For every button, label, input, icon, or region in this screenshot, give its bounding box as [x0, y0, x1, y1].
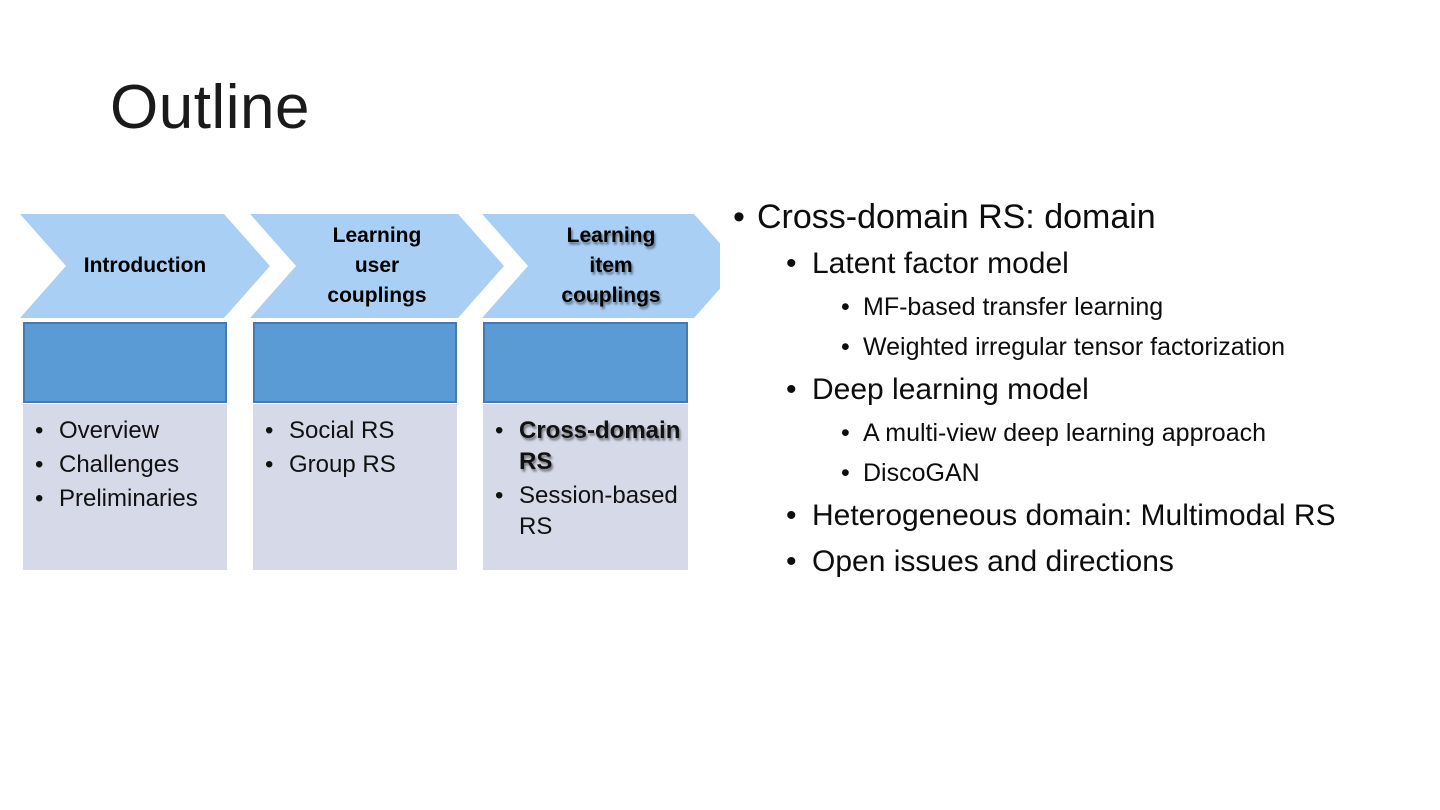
- list-item-text: Preliminaries: [59, 485, 198, 512]
- stage-chevron-introduction: Introduction: [20, 214, 270, 318]
- bullet-icon: [786, 367, 812, 413]
- outline-item-text: DiscoGAN: [863, 459, 980, 487]
- stage-list-user-couplings: Social RS Group RS: [253, 404, 457, 570]
- list-item-text: Overview: [59, 417, 160, 444]
- list-item: Challenges: [35, 449, 223, 480]
- bullet-icon: [495, 415, 519, 477]
- list-item-text: Challenges: [59, 451, 180, 478]
- list-item: Group RS: [265, 449, 453, 480]
- outline-item-l1: Cross-domain RS: domain: [725, 193, 1435, 241]
- outline-item-l3: DiscoGAN: [725, 453, 1435, 493]
- bullet-icon: [35, 449, 59, 480]
- list-item: Overview: [35, 415, 223, 446]
- outline-item-text: Open issues and directions: [812, 545, 1174, 578]
- list-item-current: Cross-domain RS: [495, 415, 684, 477]
- outline-item-l3: A multi-view deep learning approach: [725, 413, 1435, 453]
- outline-item-text: A multi-view deep learning approach: [863, 419, 1267, 447]
- bullet-icon: [841, 327, 863, 367]
- stage-header-box: [483, 322, 688, 403]
- bullet-icon: [786, 493, 812, 539]
- list-item: Social RS: [265, 415, 453, 446]
- outline-list: Cross-domain RS: domain Latent factor mo…: [725, 193, 1435, 585]
- bullet-icon: [35, 483, 59, 514]
- list-item-text: Cross-domain RS: [519, 417, 681, 475]
- stage-chevron-user-couplings: Learning user couplings: [250, 214, 504, 318]
- bullet-icon: [265, 415, 289, 446]
- stage-label-current: Learning item couplings: [561, 224, 661, 307]
- bullet-icon: [35, 415, 59, 446]
- bullet-icon: [841, 287, 863, 327]
- bullet-icon: [495, 480, 519, 542]
- outline-item-text: Heterogeneous domain: Multimodal RS: [812, 499, 1336, 532]
- list-item: Preliminaries: [35, 483, 223, 514]
- stage-header-box: [23, 322, 227, 403]
- stage-label: Learning user couplings: [327, 224, 427, 307]
- outline-item-text: Latent factor model: [812, 247, 1069, 280]
- stage-header-box: [253, 322, 457, 403]
- outline-item-l3: Weighted irregular tensor factorization: [725, 327, 1435, 367]
- outline-item-l2: Deep learning model: [725, 367, 1435, 413]
- outline-item-l2: Heterogeneous domain: Multimodal RS: [725, 493, 1435, 539]
- stage-chevron-item-couplings: Learning item couplings: [482, 214, 720, 318]
- bullet-icon: [265, 449, 289, 480]
- pipeline-diagram: Introduction Learning user couplings Lea…: [0, 0, 720, 600]
- bullet-icon: [841, 453, 863, 493]
- slide-title: Outline: [110, 73, 310, 142]
- outline-item-l2: Open issues and directions: [725, 539, 1435, 585]
- outline-item-l3: MF-based transfer learning: [725, 287, 1435, 327]
- stage-label: Introduction: [83, 254, 207, 277]
- outline-item-text: MF-based transfer learning: [863, 293, 1164, 321]
- stage-list-introduction: Overview Challenges Preliminaries: [23, 404, 227, 570]
- list-item-text: Group RS: [289, 451, 396, 478]
- bullet-icon: [786, 241, 812, 287]
- outline-item-text: Weighted irregular tensor factorization: [863, 333, 1285, 361]
- bullet-icon: [786, 539, 812, 585]
- stage-list-item-couplings: Cross-domain RS Session-based RS: [483, 404, 688, 570]
- outline-item-text: Cross-domain RS: domain: [757, 198, 1156, 236]
- list-item-text: Session-based RS: [519, 482, 678, 540]
- bullet-icon: [841, 413, 863, 453]
- list-item-text: Social RS: [289, 417, 395, 444]
- list-item: Session-based RS: [495, 480, 684, 542]
- outline-item-text: Deep learning model: [812, 373, 1089, 406]
- outline-item-l2: Latent factor model: [725, 241, 1435, 287]
- bullet-icon: [733, 193, 757, 241]
